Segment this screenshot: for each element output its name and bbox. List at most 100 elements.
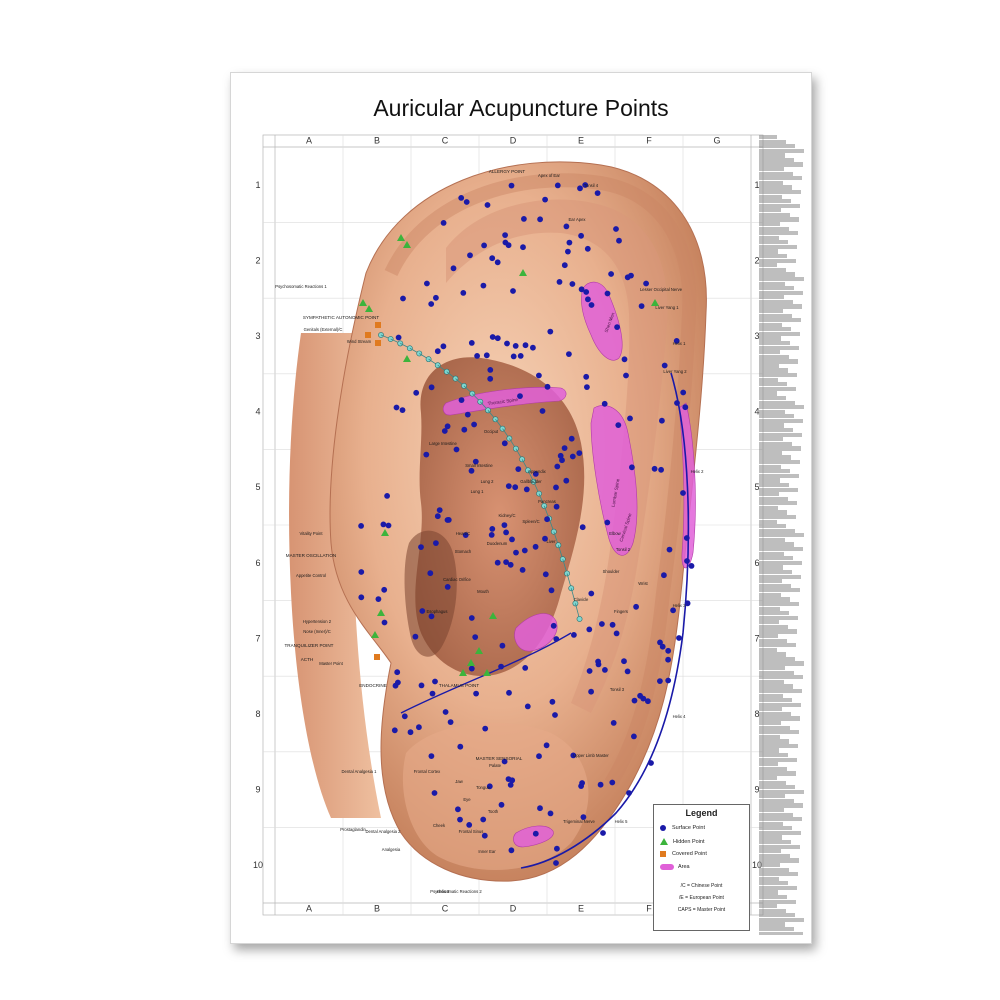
hidden-point <box>519 269 527 276</box>
surface-point <box>508 847 515 854</box>
index-entry <box>759 849 781 854</box>
row-label: 7 <box>754 633 759 643</box>
point-label: Vitality Point <box>300 531 324 536</box>
surface-point <box>536 372 542 379</box>
surface-point <box>530 344 536 351</box>
index-entry <box>759 670 794 675</box>
surface-point <box>532 830 539 837</box>
index-entry <box>759 276 804 282</box>
index-entry <box>759 638 787 643</box>
index-entry <box>759 144 795 149</box>
surface-point <box>670 607 676 614</box>
surface-point <box>586 626 593 633</box>
covered-point <box>374 654 380 660</box>
surface-point <box>501 440 508 447</box>
surface-point <box>407 729 414 736</box>
row-label: 3 <box>255 331 260 341</box>
point-label: Spleen/C <box>522 519 539 524</box>
surface-point <box>657 639 663 646</box>
index-entry <box>759 405 804 410</box>
surface-point <box>468 665 475 672</box>
index-entry <box>759 853 790 858</box>
surface-point <box>594 190 601 196</box>
index-entry <box>759 629 797 634</box>
legend-note-european: /E = European Point <box>679 895 724 901</box>
surface-point <box>503 559 509 565</box>
row-label: 4 <box>255 407 260 417</box>
surface-point <box>532 471 539 477</box>
row-label: 7 <box>255 633 260 643</box>
index-entry <box>759 162 803 167</box>
point-label: Duodenum <box>487 541 508 546</box>
index-entry <box>759 208 781 213</box>
spine-point <box>519 456 525 463</box>
index-entry <box>759 157 794 163</box>
point-label: Cheek <box>433 823 446 828</box>
index-entry <box>759 643 796 648</box>
index-entry <box>759 798 794 804</box>
surface-point <box>566 239 573 246</box>
surface-point <box>442 709 449 715</box>
spine-point <box>559 556 566 563</box>
point-label: Clavicle <box>574 597 589 602</box>
surface-point <box>453 446 460 453</box>
index-entry <box>759 350 780 355</box>
surface-point <box>565 248 571 255</box>
spine-point <box>525 467 531 474</box>
hidden-point <box>371 631 379 638</box>
index-entry <box>759 922 785 927</box>
surface-point <box>400 295 406 302</box>
point-label: Upper Limb Master <box>573 753 609 758</box>
surface-point <box>494 259 501 266</box>
surface-point <box>468 340 475 346</box>
point-label: Palate <box>489 763 502 768</box>
index-entry <box>759 675 803 680</box>
index-entry <box>759 414 794 419</box>
surface-point <box>571 632 577 638</box>
surface-point <box>665 647 672 654</box>
index-entry <box>759 391 777 396</box>
legend-label: Surface Point <box>672 825 706 831</box>
point-label: Helix 1 <box>673 341 686 346</box>
surface-point <box>597 781 604 788</box>
surface-point <box>393 404 400 411</box>
surface-point <box>688 563 695 569</box>
surface-point <box>556 279 563 285</box>
column-label: C <box>442 904 449 914</box>
point-label: Appetite Control <box>296 573 326 578</box>
column-label: F <box>646 904 652 914</box>
surface-point <box>482 725 489 732</box>
surface-point <box>380 521 387 528</box>
surface-point <box>577 185 583 192</box>
index-entry <box>759 460 800 465</box>
index-entry <box>759 908 786 913</box>
surface-point <box>441 428 448 434</box>
surface-point <box>488 532 495 538</box>
index-entry <box>759 542 794 547</box>
index-entry <box>759 606 780 611</box>
index-entry <box>759 341 790 346</box>
surface-point <box>517 393 523 399</box>
surface-point <box>457 743 464 750</box>
surface-point <box>553 503 560 510</box>
surface-point <box>472 634 479 640</box>
index-entry <box>759 569 792 575</box>
surface-point <box>568 435 575 442</box>
index-entry <box>759 263 777 268</box>
index-entry <box>759 807 784 813</box>
hidden-point <box>397 234 405 241</box>
index-entry <box>759 139 786 144</box>
surface-point <box>424 280 430 287</box>
index-entry <box>759 785 795 790</box>
point-label: Helix 3 <box>673 603 686 608</box>
surface-point <box>588 302 595 308</box>
surface-point <box>487 367 494 373</box>
surface-point <box>659 643 666 650</box>
surface-point <box>473 690 479 697</box>
point-label: SYMPATHETIC AUTONOMIC POINT <box>303 315 380 320</box>
surface-point <box>423 451 430 458</box>
index-entry <box>759 226 789 231</box>
surface-point <box>508 182 515 189</box>
surface-point <box>676 635 682 641</box>
surface-point <box>428 384 435 391</box>
